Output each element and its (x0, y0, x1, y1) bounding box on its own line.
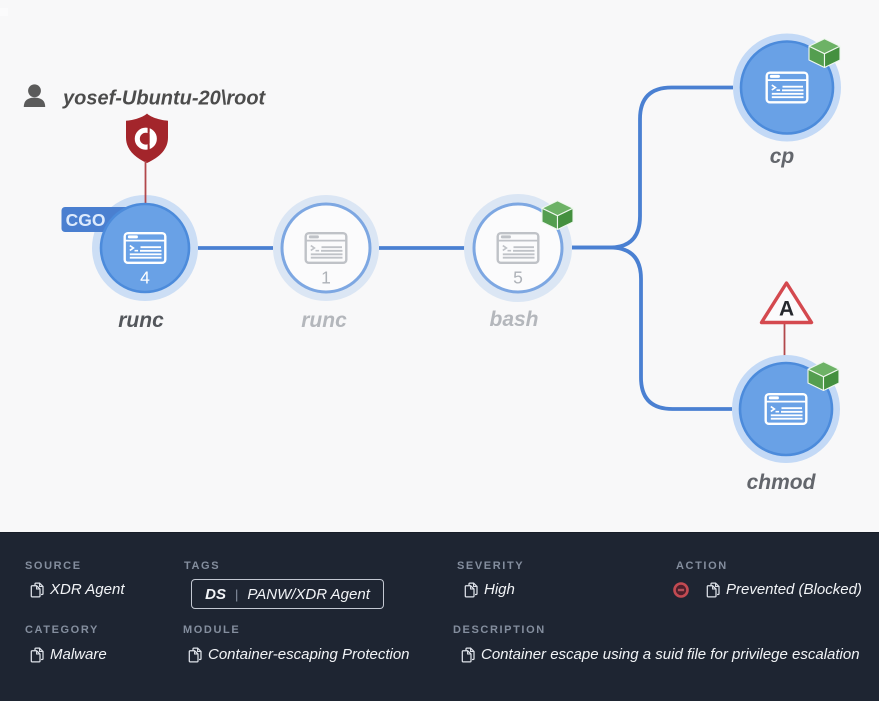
svg-text:A: A (779, 298, 794, 321)
svg-text:CGO: CGO (66, 210, 106, 230)
svg-text:1: 1 (321, 268, 331, 288)
svg-text:5: 5 (513, 268, 523, 288)
svg-text:4: 4 (140, 268, 150, 288)
svg-text:yosef-Ubuntu-20\root: yosef-Ubuntu-20\root (62, 88, 267, 110)
